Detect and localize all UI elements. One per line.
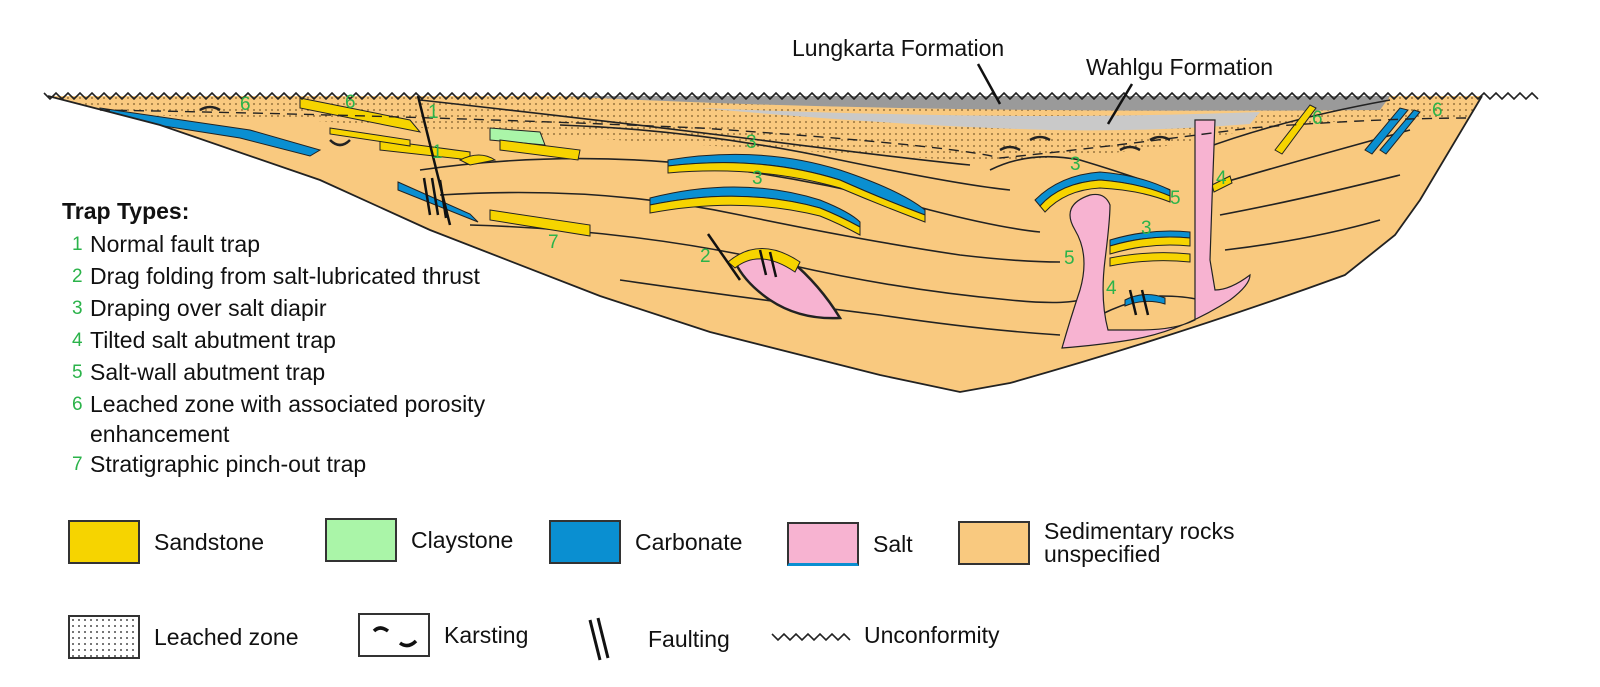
sandstone-swatch <box>68 520 140 564</box>
basin-sedimentary-fill <box>48 96 1482 392</box>
trap-type-number: 5 <box>72 362 83 383</box>
key-sandstone: Sandstone <box>68 520 264 564</box>
sandstone-layer <box>1274 104 1317 155</box>
faulting-symbol <box>588 617 610 661</box>
trap-marker-5: 5 <box>1170 188 1181 209</box>
unconformity-surface <box>43 91 1539 101</box>
key-karsting: Karsting <box>358 613 528 657</box>
trap-marker-5: 5 <box>1064 248 1075 269</box>
trap-type-item: 4 Tilted salt abutment trap <box>62 325 582 357</box>
key-claystone: Claystone <box>325 518 513 562</box>
sandstone-layer <box>1039 179 1171 213</box>
unconformity-label: Unconformity <box>864 622 1000 648</box>
trap-type-label: Stratigraphic pinch-out trap <box>90 451 367 477</box>
trap-types-title: Trap Types: <box>62 198 190 224</box>
lungkarta-formation-body <box>560 96 1390 111</box>
trap-marker-3: 3 <box>1141 218 1152 239</box>
trap-marker-7: 7 <box>548 232 559 253</box>
trap-type-item: 7 Stratigraphic pinch-out trap <box>62 449 582 481</box>
wahlgu-formation-label: Wahlgu Formation <box>1086 54 1273 80</box>
trap-type-item: 3 Draping over salt diapir <box>62 293 582 325</box>
trap-marker-6: 6 <box>240 94 251 115</box>
claystone-swatch <box>325 518 397 562</box>
sandstone-layer <box>499 139 581 161</box>
trap-type-number: 4 <box>72 330 83 351</box>
trap-marker-3: 3 <box>752 168 763 189</box>
trap-marker-6: 6 <box>1432 100 1443 121</box>
trap-marker-3: 3 <box>746 132 757 153</box>
salt-swatch <box>787 522 859 566</box>
salt-thrust-sandstone <box>727 248 801 273</box>
trap-type-label: Drag folding from salt-lubricated thrust <box>90 263 480 289</box>
trap-type-label: Normal fault trap <box>90 231 261 257</box>
trap-type-label: Draping over salt diapir <box>90 295 327 321</box>
trap-marker-2: 2 <box>700 246 711 267</box>
sandstone-layer <box>299 97 422 133</box>
leached-zone-label: Leached zone <box>154 623 299 650</box>
trap-type-number: 6 <box>72 394 83 415</box>
unconformity-symbol <box>771 632 851 642</box>
claystone-label: Claystone <box>411 526 514 553</box>
key-sedimentary: Sedimentary rocks unspecified <box>958 520 1264 566</box>
karsting-label: Karsting <box>444 621 529 648</box>
trap-type-label: Tilted salt abutment trap <box>90 327 336 353</box>
key-leached-zone: Leached zone <box>68 615 299 659</box>
sandstone-layer <box>1109 252 1191 267</box>
trap-marker-1: 1 <box>428 102 439 123</box>
trap-type-item: 1 Normal fault trap <box>62 229 582 261</box>
lungkarta-formation-label: Lungkarta Formation <box>792 35 1004 61</box>
karsting-swatch <box>358 613 430 657</box>
wahlgu-pointer <box>1106 83 1134 125</box>
sandstone-layer <box>649 195 861 236</box>
sandstone-layer <box>667 162 926 223</box>
carbonate-label: Carbonate <box>635 528 743 555</box>
trap-type-item: 2 Drag folding from salt-lubricated thru… <box>62 261 582 293</box>
sandstone-layer <box>1211 175 1233 193</box>
key-carbonate: Carbonate <box>549 520 742 564</box>
dashed-boundary <box>99 109 1471 159</box>
trap-type-number: 1 <box>72 234 83 255</box>
sandstone-layer <box>329 127 411 147</box>
trap-type-number: 7 <box>72 454 83 475</box>
trap-marker-4: 4 <box>1216 168 1227 189</box>
trap-type-label: Salt-wall abutment trap <box>90 359 326 385</box>
karst-icon <box>372 626 418 648</box>
salt-diapir <box>1061 119 1251 349</box>
leached-zone-swatch <box>68 615 140 659</box>
sedimentary-label: Sedimentary rocks unspecified <box>1044 518 1235 567</box>
trap-type-number: 2 <box>72 266 83 287</box>
wahlgu-formation-body <box>700 108 1260 131</box>
key-salt: Salt <box>787 522 913 566</box>
basin-outline <box>47 95 1483 393</box>
salt-label: Salt <box>873 530 913 557</box>
key-unconformity: Unconformity <box>864 624 999 647</box>
faulting-label: Faulting <box>648 626 730 652</box>
carbonate-layer <box>1379 109 1421 155</box>
trap-marker-4: 4 <box>1106 278 1117 299</box>
trap-type-label: Leached zone with associated porosity en… <box>90 391 486 447</box>
fault-lines <box>416 95 1150 316</box>
sandstone-layer <box>489 209 591 237</box>
leached-zone <box>48 96 1482 160</box>
sandstone-label: Sandstone <box>154 528 264 555</box>
carbonate-layer <box>397 181 479 223</box>
trap-type-item: 5 Salt-wall abutment trap <box>62 357 582 389</box>
trap-type-item: 6 Leached zone with associated porosity … <box>62 389 582 449</box>
sedimentary-swatch <box>958 521 1030 565</box>
key-faulting: Faulting <box>648 628 730 651</box>
lungkarta-pointer <box>976 63 1002 105</box>
trap-marker-6: 6 <box>345 92 356 113</box>
sandstone-layer <box>458 154 497 166</box>
trap-marker-3: 3 <box>1070 154 1081 175</box>
trap-marker-6: 6 <box>1312 108 1323 129</box>
trap-marker-1: 1 <box>432 142 443 163</box>
carbonate-swatch <box>549 520 621 564</box>
sandstone-layer <box>1109 236 1191 255</box>
trap-types-legend: Trap Types: 1 Normal fault trap 2 Drag f… <box>62 198 582 481</box>
trap-type-number: 3 <box>72 298 83 319</box>
